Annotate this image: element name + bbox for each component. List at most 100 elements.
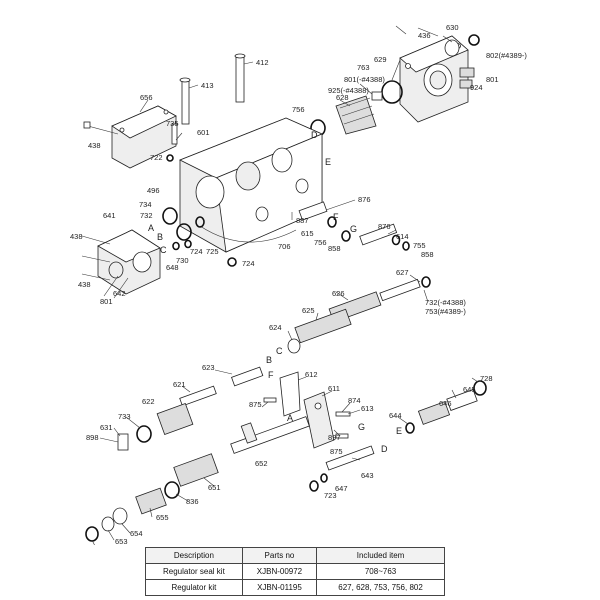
label-653: 653 xyxy=(115,537,128,545)
label-436: 436 xyxy=(418,31,431,40)
label-625: 625 xyxy=(302,306,315,315)
spring-655 xyxy=(135,487,167,515)
label-614: 614 xyxy=(396,232,409,241)
spring-625 xyxy=(294,308,352,344)
label-874: 874 xyxy=(348,396,361,405)
label-F: F xyxy=(333,212,339,222)
bolts-642-801 xyxy=(103,275,129,299)
pin-412 xyxy=(234,53,246,103)
label-A: A xyxy=(148,223,154,233)
label-621: 621 xyxy=(173,380,186,389)
spool-645 xyxy=(446,389,478,411)
label-B: B xyxy=(157,232,163,242)
rings-723-647 xyxy=(309,473,328,492)
pin-631 xyxy=(117,433,129,451)
label-G: G xyxy=(350,224,357,234)
label-601: 601 xyxy=(197,128,210,137)
seal-ring-629 xyxy=(381,80,403,104)
ring-644 xyxy=(405,422,415,434)
table-cell: XJBN-00972 xyxy=(241,563,318,580)
label-887: 887 xyxy=(296,216,309,225)
label-733: 733 xyxy=(118,412,131,421)
spring-646 xyxy=(417,401,451,425)
label-642: 642 xyxy=(113,289,126,298)
label-628: 628 xyxy=(336,93,349,102)
label-643: 643 xyxy=(361,471,374,480)
label-723: 723 xyxy=(324,491,337,500)
spool-627 xyxy=(379,276,431,302)
piston-623 xyxy=(231,366,264,387)
label-753: 753(#4389-) xyxy=(425,307,466,316)
label-624: 624 xyxy=(269,323,282,332)
label-412: 412 xyxy=(256,58,269,67)
label-728: 728 xyxy=(480,374,493,383)
label-898: 898 xyxy=(86,433,99,442)
label-611: 611 xyxy=(328,384,340,393)
spring-628 xyxy=(335,95,377,135)
table-cell: Regulator kit xyxy=(145,579,243,596)
label-875: 875 xyxy=(249,400,262,409)
label-722: 722 xyxy=(150,153,163,162)
label-C: C xyxy=(160,245,167,255)
table-cell: XJBN-01195 xyxy=(241,579,318,596)
label-647: 647 xyxy=(335,484,348,493)
label-648: 648 xyxy=(166,263,179,272)
label-724: 724 xyxy=(242,259,255,268)
label-858: 858 xyxy=(328,244,341,253)
ring-814 xyxy=(85,526,99,542)
seal-rings-734-732 xyxy=(162,207,205,251)
table-row: Regulator seal kit XJBN-00972 708~763 xyxy=(145,563,445,580)
table-row: Regulator kit XJBN-01195 627, 628, 753, … xyxy=(145,579,445,596)
label-E: E xyxy=(325,157,331,167)
label-627: 627 xyxy=(396,268,409,277)
bolt-413 xyxy=(179,77,191,125)
label-496: 496 xyxy=(147,186,160,195)
label-644: 644 xyxy=(389,411,402,420)
label-413: 413 xyxy=(201,81,214,90)
label-438: 438 xyxy=(78,280,91,289)
label-706: 706 xyxy=(278,242,291,251)
label-651: 651 xyxy=(208,483,221,492)
label-646: 646 xyxy=(439,399,452,408)
label-D: D xyxy=(381,444,388,454)
table-cell: 627, 628, 753, 756, 802 xyxy=(316,579,445,596)
pin-735 xyxy=(166,123,178,162)
bolts-438-left xyxy=(81,235,111,281)
label-626: 626 xyxy=(332,289,345,298)
label-E: E xyxy=(396,426,402,436)
table-cell: 708~763 xyxy=(316,563,445,580)
ring-836 xyxy=(164,481,180,499)
column-header: Included item xyxy=(316,547,445,564)
label-641: 641 xyxy=(103,211,116,220)
column-header: Parts no xyxy=(241,547,318,564)
label-623: 623 xyxy=(202,363,215,372)
label-438: 438 xyxy=(70,232,83,241)
label-C: C xyxy=(276,346,283,356)
lever-611 xyxy=(303,391,335,449)
label-G: G xyxy=(358,422,365,432)
label-924: 924 xyxy=(470,83,483,92)
label-655: 655 xyxy=(156,513,169,522)
label-F: F xyxy=(268,370,274,380)
label-630: 630 xyxy=(446,23,459,32)
label-734: 734 xyxy=(139,200,152,209)
washers-654-653 xyxy=(101,507,128,532)
label-876: 876 xyxy=(358,195,371,204)
label-875: 875 xyxy=(330,447,343,456)
label-802: 802(#4389-) xyxy=(486,51,527,60)
label-858: 858 xyxy=(421,250,434,259)
plug-630 xyxy=(444,34,480,57)
column-header: Description xyxy=(145,547,243,564)
label-730: 730 xyxy=(176,256,189,265)
label-654: 654 xyxy=(130,529,143,538)
label-652: 652 xyxy=(255,459,268,468)
label-897: 897 xyxy=(328,433,341,442)
fittings-876-615 xyxy=(298,201,410,251)
label-756: 756 xyxy=(314,238,327,247)
label-438: 438 xyxy=(88,141,101,150)
label-876: 876 xyxy=(378,222,391,231)
piston-621 xyxy=(179,385,217,407)
label-925: 925(-#4388) xyxy=(328,86,369,95)
label-B: B xyxy=(266,355,272,365)
table-header-row: Description Parts no Included item xyxy=(145,547,445,564)
